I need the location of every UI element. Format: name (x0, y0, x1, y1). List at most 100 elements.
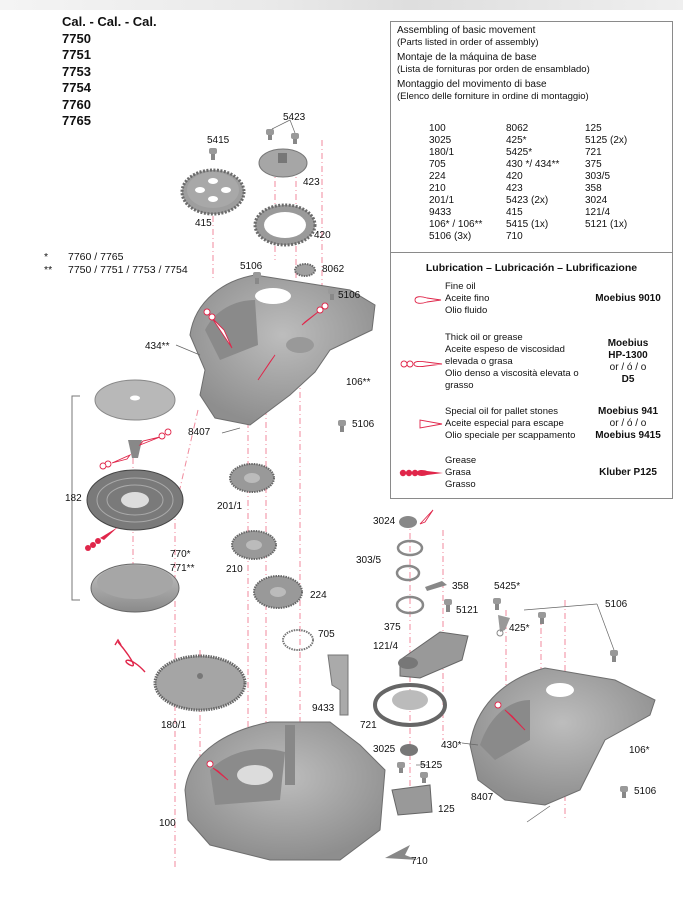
parts-cell: 358 (585, 183, 602, 194)
label-5106-c: 5106 (352, 419, 375, 430)
part-121-4-balance-cock (398, 631, 469, 679)
parts-cell: 5106 (3x) (429, 231, 472, 242)
parts-cell: 5125 (2x) (585, 135, 628, 146)
parts-cell: 5425* (506, 147, 533, 158)
part-180-1-wheel (153, 654, 247, 712)
label-5425: 5425* (494, 581, 521, 592)
assembly-section-it: Montaggio del movimento di base (Elenco … (397, 79, 589, 102)
footnote-double-star: ** 7750 / 7751 / 7753 / 7754 (44, 264, 188, 276)
label-3025: 3025 (373, 744, 396, 755)
special-oil-product: Moebius 941 or / ó / o Moebius 9415 (595, 406, 661, 441)
part-721-balance (373, 683, 447, 727)
parts-cell: 100 (429, 123, 446, 134)
screw-5106 (328, 288, 336, 300)
label-8062: 8062 (322, 264, 345, 275)
parts-cell: 430 */ 434** (506, 159, 560, 170)
part-210-wheel (231, 530, 277, 560)
bracket-182 (71, 395, 80, 601)
part-770-mainspring (86, 469, 184, 531)
part-3024-jewel (399, 516, 417, 528)
screw-5106 (338, 420, 346, 432)
label-375: 375 (384, 622, 401, 633)
part-9433-lever (327, 654, 349, 716)
rotation-arrow-icon (114, 638, 146, 673)
part-705-escape-wheel (282, 629, 314, 651)
parts-cell: 375 (585, 159, 602, 170)
label-425: 425* (509, 623, 530, 634)
part-201-1-wheel (229, 463, 275, 493)
screw-5425 (493, 598, 501, 610)
label-430: 430* (441, 740, 462, 751)
label-106-single: 106* (629, 745, 650, 756)
label-8407-a: 8407 (188, 427, 211, 438)
parts-row: 106* / 106** 5415 (1x) 5121 (1x) (429, 219, 627, 231)
part-420-ring (253, 203, 317, 247)
parts-cell: 425* (506, 135, 527, 146)
label-358: 358 (452, 581, 469, 592)
label-415: 415 (195, 218, 212, 229)
label-180-1: 180/1 (161, 720, 187, 731)
label-182: 182 (65, 493, 82, 504)
part-423-plate (258, 148, 308, 178)
label-721: 721 (360, 720, 377, 731)
screw-5106 (610, 650, 618, 662)
grease-icon (399, 469, 443, 477)
label-420: 420 (314, 230, 331, 241)
assembly-section-en: Assembling of basic movement (Parts list… (397, 25, 539, 48)
screw-5106 (253, 272, 261, 284)
parts-cell: 106* / 106** (429, 219, 483, 230)
parts-cell: 9433 (429, 207, 452, 218)
fine-oil-icon (414, 296, 442, 304)
fine-oil-text: Fine oil Aceite fino Olio fluido (445, 281, 490, 316)
label-303-5: 303/5 (356, 555, 382, 566)
parts-cell: 224 (429, 171, 446, 182)
thick-oil-text: Thick oil or grease Aceite espeso de vis… (445, 332, 579, 391)
footnotes: * 7760 / 7765 ** 7750 / 7751 / 7753 / 77… (44, 251, 188, 277)
part-358-stud (425, 581, 447, 591)
caliber-list: Cal. - Cal. - Cal. 7750 7751 7753 7754 7… (62, 14, 157, 130)
parts-cell: 3025 (429, 135, 452, 146)
divider (391, 252, 672, 253)
parts-cell: 420 (506, 171, 523, 182)
parts-cell: 415 (506, 207, 523, 218)
caliber-item: 7765 (62, 113, 91, 128)
parts-row: 9433 415 121/4 (429, 207, 627, 219)
lubrication-title: Lubrication – Lubricación – Lubrificazio… (425, 262, 638, 274)
thick-oil-icon (400, 360, 443, 368)
special-oil-icon (419, 419, 443, 429)
label-125: 125 (438, 804, 455, 815)
caliber-item: 7754 (62, 80, 91, 95)
part-125-plate (391, 784, 433, 816)
fine-oil-product: Moebius 9010 (595, 293, 661, 304)
parts-cell: 201/1 (429, 195, 455, 206)
label-5106-a: 5106 (240, 261, 263, 272)
label-710: 710 (411, 856, 428, 867)
parts-cell: 121/4 (585, 207, 611, 218)
label-434: 434** (145, 341, 170, 352)
part-415-wheel (180, 168, 246, 216)
parts-cell: 5121 (1x) (585, 219, 628, 230)
label-3024: 3024 (373, 516, 396, 527)
caliber-item: 7750 (62, 30, 91, 46)
label-224: 224 (310, 590, 327, 601)
part-8062-wheel (294, 263, 316, 277)
screws-5125 (397, 762, 428, 783)
parts-row: 3025 425* 5125 (2x) (429, 135, 627, 147)
parts-cell: 5415 (1x) (506, 219, 549, 230)
caliber-heading: Cal. - Cal. - Cal. (62, 14, 157, 29)
part-barrel-cover (94, 379, 176, 421)
parts-cell: 180/1 (429, 147, 455, 158)
label-705: 705 (318, 629, 335, 640)
parts-cell: 423 (506, 183, 523, 194)
special-oil-text: Special oil for pallet stones Aceite esp… (445, 406, 576, 441)
screw-5415 (209, 148, 217, 160)
part-303-5-shock-springs (395, 539, 425, 615)
label-210: 210 (226, 564, 243, 575)
parts-cell: 5423 (2x) (506, 195, 549, 206)
